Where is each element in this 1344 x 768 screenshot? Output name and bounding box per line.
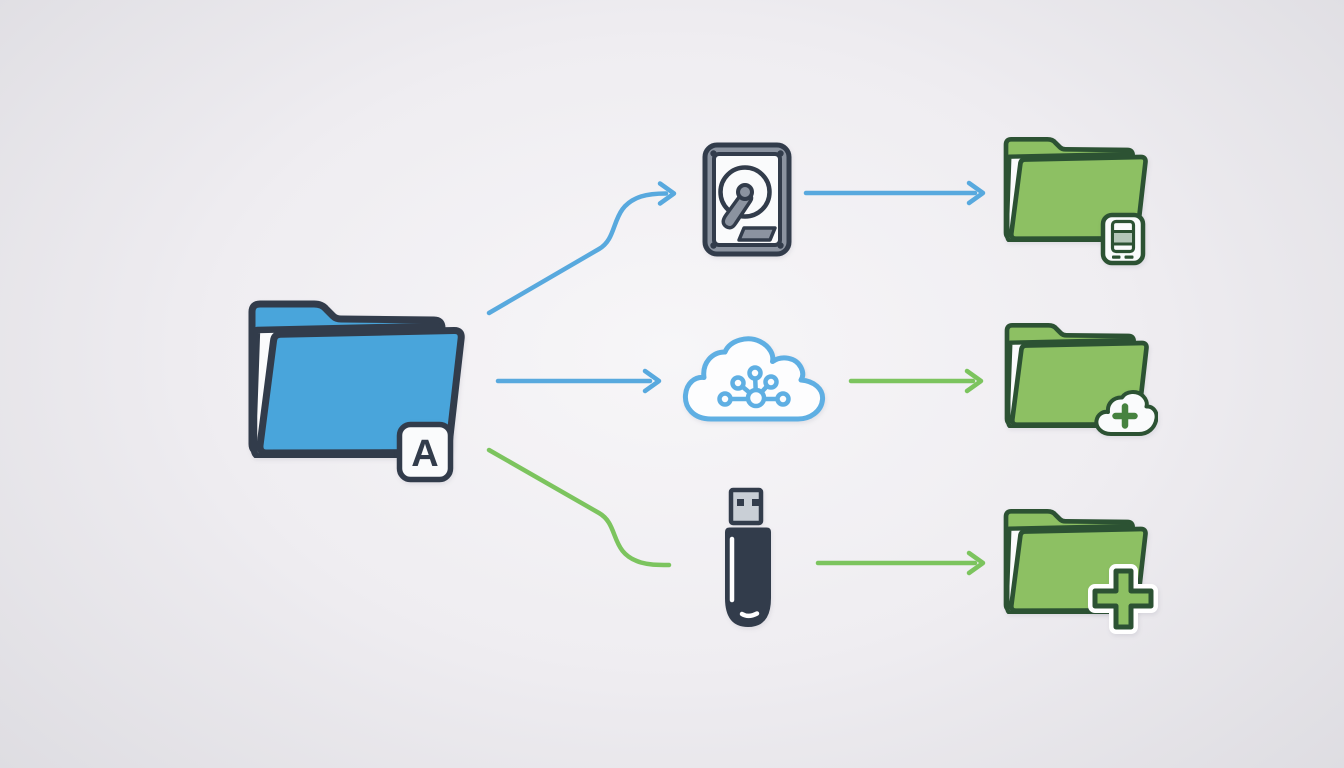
cloud-network-icon: [682, 336, 826, 422]
usb-flash-drive-icon: [725, 487, 771, 627]
cloud-network-glyph: [717, 365, 791, 409]
arrow-harddrive-to-folder-head: [966, 180, 986, 206]
arrow-cloud-to-folder-head: [964, 368, 984, 394]
line-folder-to-usb: [486, 447, 672, 568]
arrow-folder-to-harddrive-head: [657, 181, 677, 206]
usb-pin: [737, 499, 744, 506]
network-node: [730, 375, 746, 391]
arrow-usb-to-folder-head: [966, 550, 986, 576]
network-node: [717, 391, 733, 407]
hdd-connector-block: [737, 226, 777, 242]
usb-pin: [752, 499, 759, 506]
plus-badge-cross: [1092, 568, 1154, 630]
network-node: [775, 391, 791, 407]
network-hub-node: [745, 387, 767, 409]
hdd-screw: [710, 242, 717, 249]
device-badge-icon: [1100, 212, 1146, 266]
arrow-folder-to-harddrive: [486, 191, 669, 316]
network-node: [747, 365, 763, 381]
arrow-folder-to-cloud-head: [642, 368, 662, 394]
hdd-screw: [710, 150, 717, 157]
mini-drive-band: [1111, 230, 1135, 246]
usb-highlight: [739, 611, 760, 619]
usb-body: [725, 527, 771, 627]
folder-a-badge: A: [396, 421, 454, 483]
mini-drive-foot: [1124, 255, 1134, 259]
folder-a-label: A: [411, 433, 438, 475]
network-node: [763, 374, 779, 390]
plus-badge-icon: [1088, 564, 1158, 634]
cloud-plus-glyph: [1112, 403, 1138, 429]
usb-connector: [728, 487, 764, 526]
cloud-plus-badge-icon: [1094, 390, 1158, 436]
mini-drive-foot: [1112, 255, 1121, 259]
hard-drive-icon: [702, 142, 792, 257]
hdd-spindle-hub: [736, 183, 754, 201]
hdd-screw: [777, 242, 784, 249]
badge-a-box: [396, 421, 454, 483]
hdd-screw: [777, 150, 784, 157]
